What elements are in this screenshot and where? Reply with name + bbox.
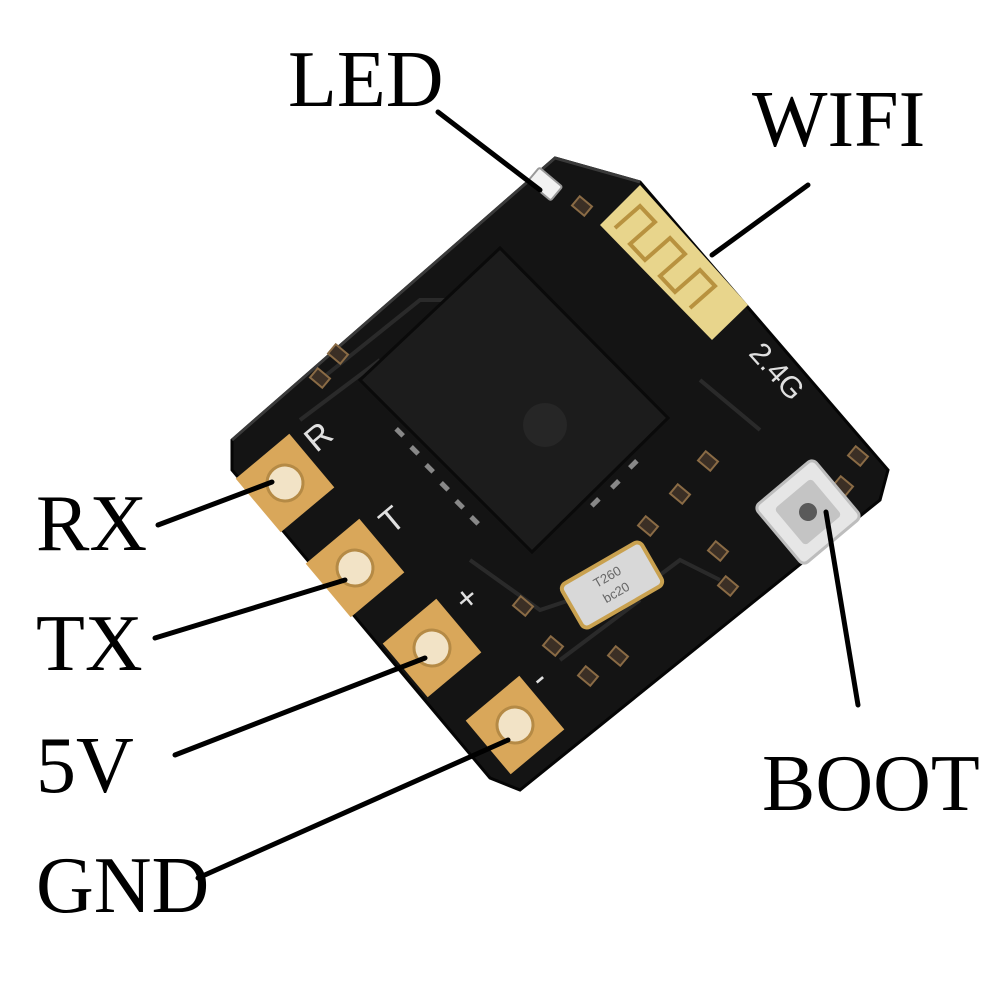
label-gnd: GND — [36, 842, 209, 930]
leader-wifi — [709, 182, 811, 258]
crystal-body — [559, 540, 665, 630]
leader-led — [435, 109, 543, 193]
chip-body — [357, 245, 671, 555]
leader-boot — [823, 509, 861, 708]
leader-tx — [152, 577, 348, 641]
label-5v: 5V — [36, 722, 134, 810]
pad-tx — [305, 518, 405, 618]
crystal-oscillator: T260 bc20 — [559, 540, 665, 630]
wifi-antenna — [600, 185, 748, 340]
pcb-edge-highlight — [231, 156, 641, 442]
label-tx: TX — [36, 600, 143, 688]
main-chip — [357, 245, 671, 555]
chip-marking — [523, 403, 567, 447]
label-boot: BOOT — [762, 740, 980, 828]
leader-gnd — [195, 737, 511, 881]
boot-button-center — [799, 503, 817, 521]
label-led: LED — [288, 36, 444, 124]
chip-pins — [394, 427, 639, 526]
leader-rx — [155, 479, 275, 528]
pad-rx — [235, 433, 335, 533]
leader-lines — [152, 109, 861, 881]
callout-labels: LED WIFI RX TX 5V GND BOOT — [36, 36, 980, 930]
antenna-meander — [613, 203, 718, 310]
label-wifi: WIFI — [752, 76, 925, 164]
smd-components — [308, 194, 870, 688]
solder-pads — [235, 433, 565, 775]
leader-5v — [172, 655, 428, 758]
label-rx: RX — [36, 480, 147, 568]
